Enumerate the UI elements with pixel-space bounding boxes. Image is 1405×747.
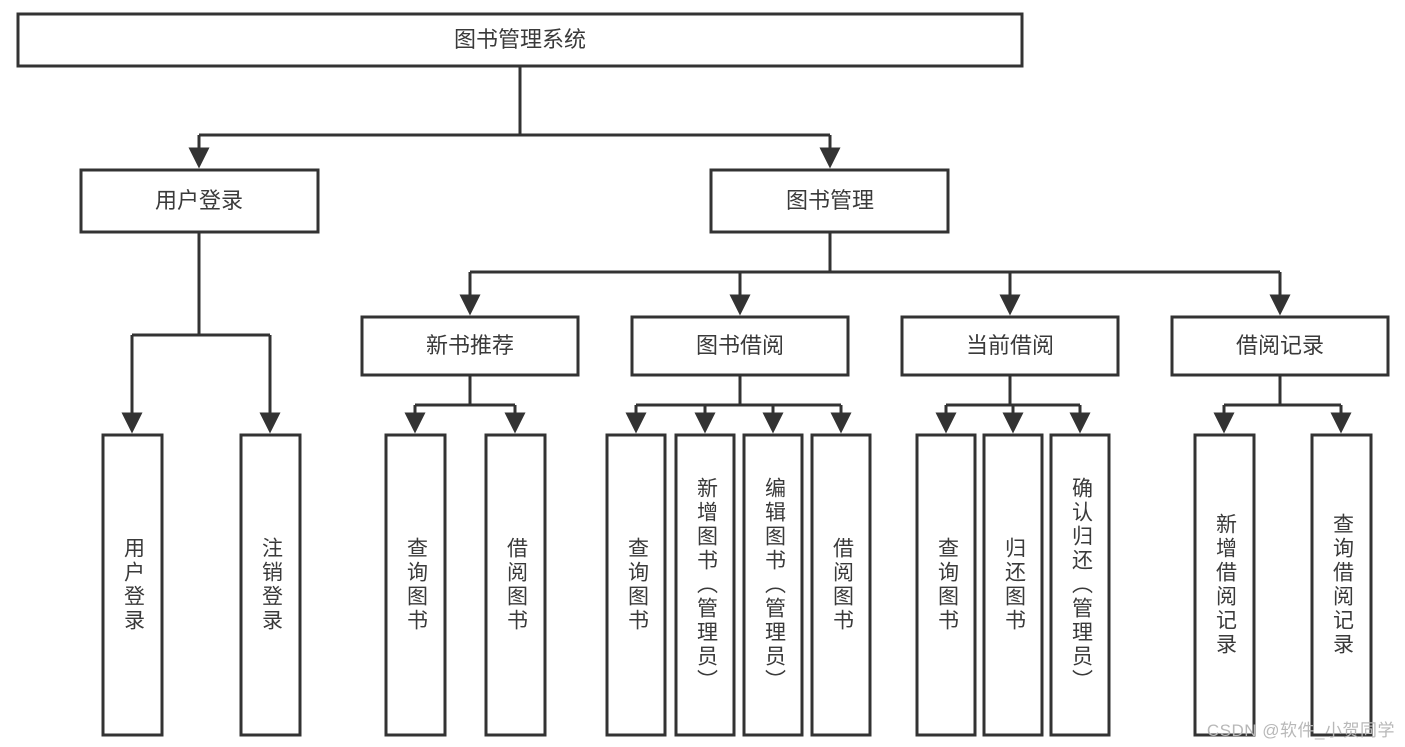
connector-group-book-borrow	[625, 375, 852, 434]
node-borrow-record-label: 借阅记录	[1236, 333, 1324, 358]
node-current-borrow-label: 当前借阅	[966, 333, 1054, 358]
node-leaf-query-book-2-label: 查询图书	[625, 537, 649, 633]
node-leaf-query-record-label: 查询借阅记录	[1330, 513, 1354, 657]
node-leaf-confirm-return-box[interactable]	[1049, 433, 1111, 737]
node-leaf-edit-book-box[interactable]	[742, 433, 804, 737]
node-borrow-record[interactable]: 借阅记录	[1170, 315, 1390, 377]
node-leaf-return-book-box[interactable]	[982, 433, 1044, 737]
node-current-borrow[interactable]: 当前借阅	[900, 315, 1120, 377]
node-leaf-add-book-box[interactable]	[674, 433, 736, 737]
node-new-book-recommend-label: 新书推荐	[426, 333, 514, 358]
connector-group-user-login	[121, 232, 281, 434]
node-leaf-query-book-2[interactable]: 查询图书	[605, 433, 667, 737]
connector-group-book-management	[459, 232, 1291, 316]
node-leaf-add-book[interactable]: 新增图书（管理员）	[674, 433, 736, 737]
node-leaf-confirm-return[interactable]: 确认归还（管理员）	[1049, 433, 1111, 737]
node-root[interactable]: 图书管理系统	[16, 12, 1024, 68]
node-leaf-add-record-label: 新增借阅记录	[1213, 513, 1237, 657]
node-book-management-label: 图书管理	[786, 188, 874, 213]
node-leaf-query-book-3[interactable]: 查询图书	[915, 433, 977, 737]
node-leaf-query-book-2-box[interactable]	[605, 433, 667, 737]
node-leaf-query-book-3-label: 查询图书	[935, 537, 959, 633]
node-root-label: 图书管理系统	[454, 27, 586, 52]
node-leaf-query-book-3-box[interactable]	[915, 433, 977, 737]
node-leaf-borrow-book-2[interactable]: 借阅图书	[810, 433, 872, 737]
node-leaf-add-book-label: 新增图书（管理员）	[694, 477, 718, 693]
node-leaf-query-record[interactable]: 查询借阅记录	[1310, 433, 1373, 737]
node-leaf-logout-box[interactable]	[239, 433, 302, 737]
node-borrow-record-box[interactable]	[1170, 315, 1390, 377]
node-current-borrow-box[interactable]	[900, 315, 1120, 377]
node-new-book-recommend[interactable]: 新书推荐	[360, 315, 580, 377]
node-leaf-logout[interactable]: 注销登录	[239, 433, 302, 737]
node-user-login-label: 用户登录	[155, 188, 243, 213]
connector-group-borrow-record	[1213, 375, 1352, 434]
node-leaf-return-book-label: 归还图书	[1002, 537, 1026, 633]
node-leaf-borrow-book-2-label: 借阅图书	[830, 537, 854, 633]
node-user-login-box[interactable]	[79, 168, 320, 234]
node-leaf-user-login-box[interactable]	[101, 433, 164, 737]
connector-group-root	[188, 66, 841, 169]
node-book-management[interactable]: 图书管理	[709, 168, 950, 234]
node-leaf-query-book-1-label: 查询图书	[404, 537, 428, 633]
node-book-management-box[interactable]	[709, 168, 950, 234]
node-book-borrow-box[interactable]	[630, 315, 850, 377]
node-leaf-borrow-book-1-label: 借阅图书	[504, 537, 528, 633]
node-leaf-logout-label: 注销登录	[259, 537, 283, 633]
node-book-borrow-label: 图书借阅	[696, 333, 784, 358]
node-book-borrow[interactable]: 图书借阅	[630, 315, 850, 377]
node-leaf-confirm-return-label: 确认归还（管理员）	[1069, 477, 1093, 693]
node-leaf-borrow-book-1[interactable]: 借阅图书	[484, 433, 547, 737]
node-new-book-recommend-box[interactable]	[360, 315, 580, 377]
connector-group-new-book-recommend	[404, 375, 526, 434]
node-leaf-query-book-1-box[interactable]	[384, 433, 447, 737]
node-leaf-borrow-book-1-box[interactable]	[484, 433, 547, 737]
node-leaf-edit-book-label: 编辑图书（管理员）	[762, 477, 786, 693]
node-leaf-query-record-box[interactable]	[1310, 433, 1373, 737]
node-leaf-user-login[interactable]: 用户登录	[101, 433, 164, 737]
connector-group-current-borrow	[935, 375, 1091, 434]
node-leaf-add-record-box[interactable]	[1193, 433, 1256, 737]
node-leaf-add-record[interactable]: 新增借阅记录	[1193, 433, 1256, 737]
node-leaf-return-book[interactable]: 归还图书	[982, 433, 1044, 737]
node-leaf-query-book-1[interactable]: 查询图书	[384, 433, 447, 737]
node-leaf-user-login-label: 用户登录	[121, 537, 145, 633]
node-leaf-edit-book[interactable]: 编辑图书（管理员）	[742, 433, 804, 737]
node-leaf-borrow-book-2-box[interactable]	[810, 433, 872, 737]
node-user-login[interactable]: 用户登录	[79, 168, 320, 234]
node-root-box[interactable]	[16, 12, 1024, 68]
